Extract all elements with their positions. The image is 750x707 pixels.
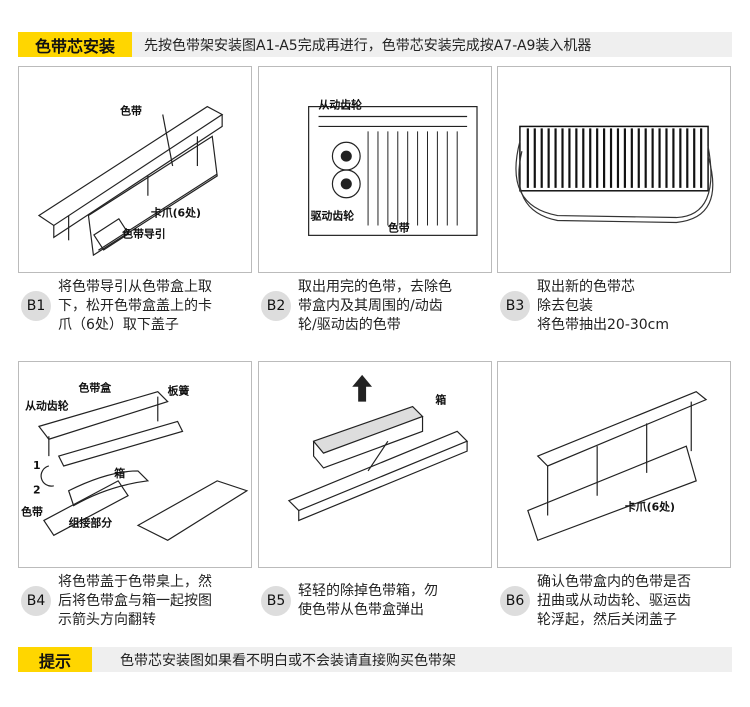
step-badge: B5: [261, 586, 291, 616]
footer-text: 色带芯安装图如果看不明白或不会装请直接购买色带架: [120, 652, 456, 669]
svg-text:色带盒: 色带盒: [79, 381, 112, 395]
svg-text:色带: 色带: [21, 505, 43, 519]
svg-text:从动齿轮: 从动齿轮: [319, 98, 363, 112]
svg-text:板簧: 板簧: [168, 384, 190, 398]
step-badge: B2: [261, 291, 291, 321]
step-badge: B1: [21, 291, 51, 321]
step-text: 将色带盖于色带臬上，然 后将色带盒与箱一起按图 示箭头方向翻转: [58, 573, 212, 628]
step-badge: B3: [500, 291, 530, 321]
footer-tag: 提示: [18, 647, 92, 672]
step-text: 取出用完的色带，去除色 带盒内及其周围的/动齿 轮/驱动齿的色带: [298, 278, 452, 333]
svg-text:卡爪(6处): 卡爪(6处): [625, 500, 675, 514]
step-b4-caption: B4 将色带盖于色带臬上，然 后将色带盒与箱一起按图 示箭头方向翻转: [18, 570, 252, 632]
svg-text:1: 1: [33, 459, 41, 472]
svg-text:组接部分: 组接部分: [69, 515, 113, 529]
step-b3-image: [497, 66, 731, 273]
svg-text:2: 2: [33, 484, 41, 497]
step-b5-image: 箱: [258, 361, 492, 568]
svg-text:驱动齿轮: 驱动齿轮: [311, 209, 355, 223]
step-b6-image: 卡爪(6处): [497, 361, 731, 568]
header-text: 先按色带架安装图A1-A5完成再进行，色带芯安装完成按A7-A9装入机器: [144, 37, 592, 54]
svg-text:色带: 色带: [388, 220, 410, 234]
step-badge: B4: [21, 586, 51, 616]
step-b4-image: 色带盒 板簧 从动齿轮 箱 色带 组接部分 1 2: [18, 361, 252, 568]
step-b3-caption: B3 取出新的色带芯 除去包装 将色带抽出20-30cm: [497, 275, 731, 337]
step-b5-caption: B5 轻轻的除掉色带箱，勿 使色带从色带盒弹出: [258, 570, 492, 632]
step-b6-caption: B6 确认色带盒内的色带是否 扭曲或从动齿轮、驱运齿 轮浮起，然后关闭盖子: [497, 570, 731, 632]
step-text: 轻轻的除掉色带箱，勿 使色带从色带盒弹出: [298, 583, 438, 618]
svg-text:色带: 色带: [120, 104, 142, 118]
step-b2-image: 从动齿轮 驱动齿轮 色带: [258, 66, 492, 273]
step-badge: B6: [500, 586, 530, 616]
svg-text:从动齿轮: 从动齿轮: [25, 399, 69, 413]
step-b2-caption: B2 取出用完的色带，去除色 带盒内及其周围的/动齿 轮/驱动齿的色带: [258, 275, 492, 337]
svg-text:色带导引: 色带导引: [122, 226, 166, 240]
step-b1-caption: B1 将色带导引从色带盒上取 下，松开色带盒盖上的卡 爪（6处）取下盖子: [18, 275, 252, 337]
svg-text:箱: 箱: [114, 466, 125, 480]
header-tag: 色带芯安装: [18, 32, 132, 57]
step-text: 取出新的色带芯 除去包装 将色带抽出20-30cm: [537, 278, 670, 333]
svg-text:卡爪(6处): 卡爪(6处): [151, 206, 201, 220]
step-b1-image: 色带 色带导引 卡爪(6处): [18, 66, 252, 273]
svg-text:箱: 箱: [435, 393, 446, 407]
step-text: 将色带导引从色带盒上取 下，松开色带盒盖上的卡 爪（6处）取下盖子: [58, 278, 212, 333]
footer-bar: 提示 色带芯安装图如果看不明白或不会装请直接购买色带架: [18, 647, 732, 672]
step-text: 确认色带盒内的色带是否 扭曲或从动齿轮、驱运齿 轮浮起，然后关闭盖子: [537, 573, 691, 628]
header-bar: 色带芯安装 先按色带架安装图A1-A5完成再进行，色带芯安装完成按A7-A9装入…: [18, 32, 732, 57]
